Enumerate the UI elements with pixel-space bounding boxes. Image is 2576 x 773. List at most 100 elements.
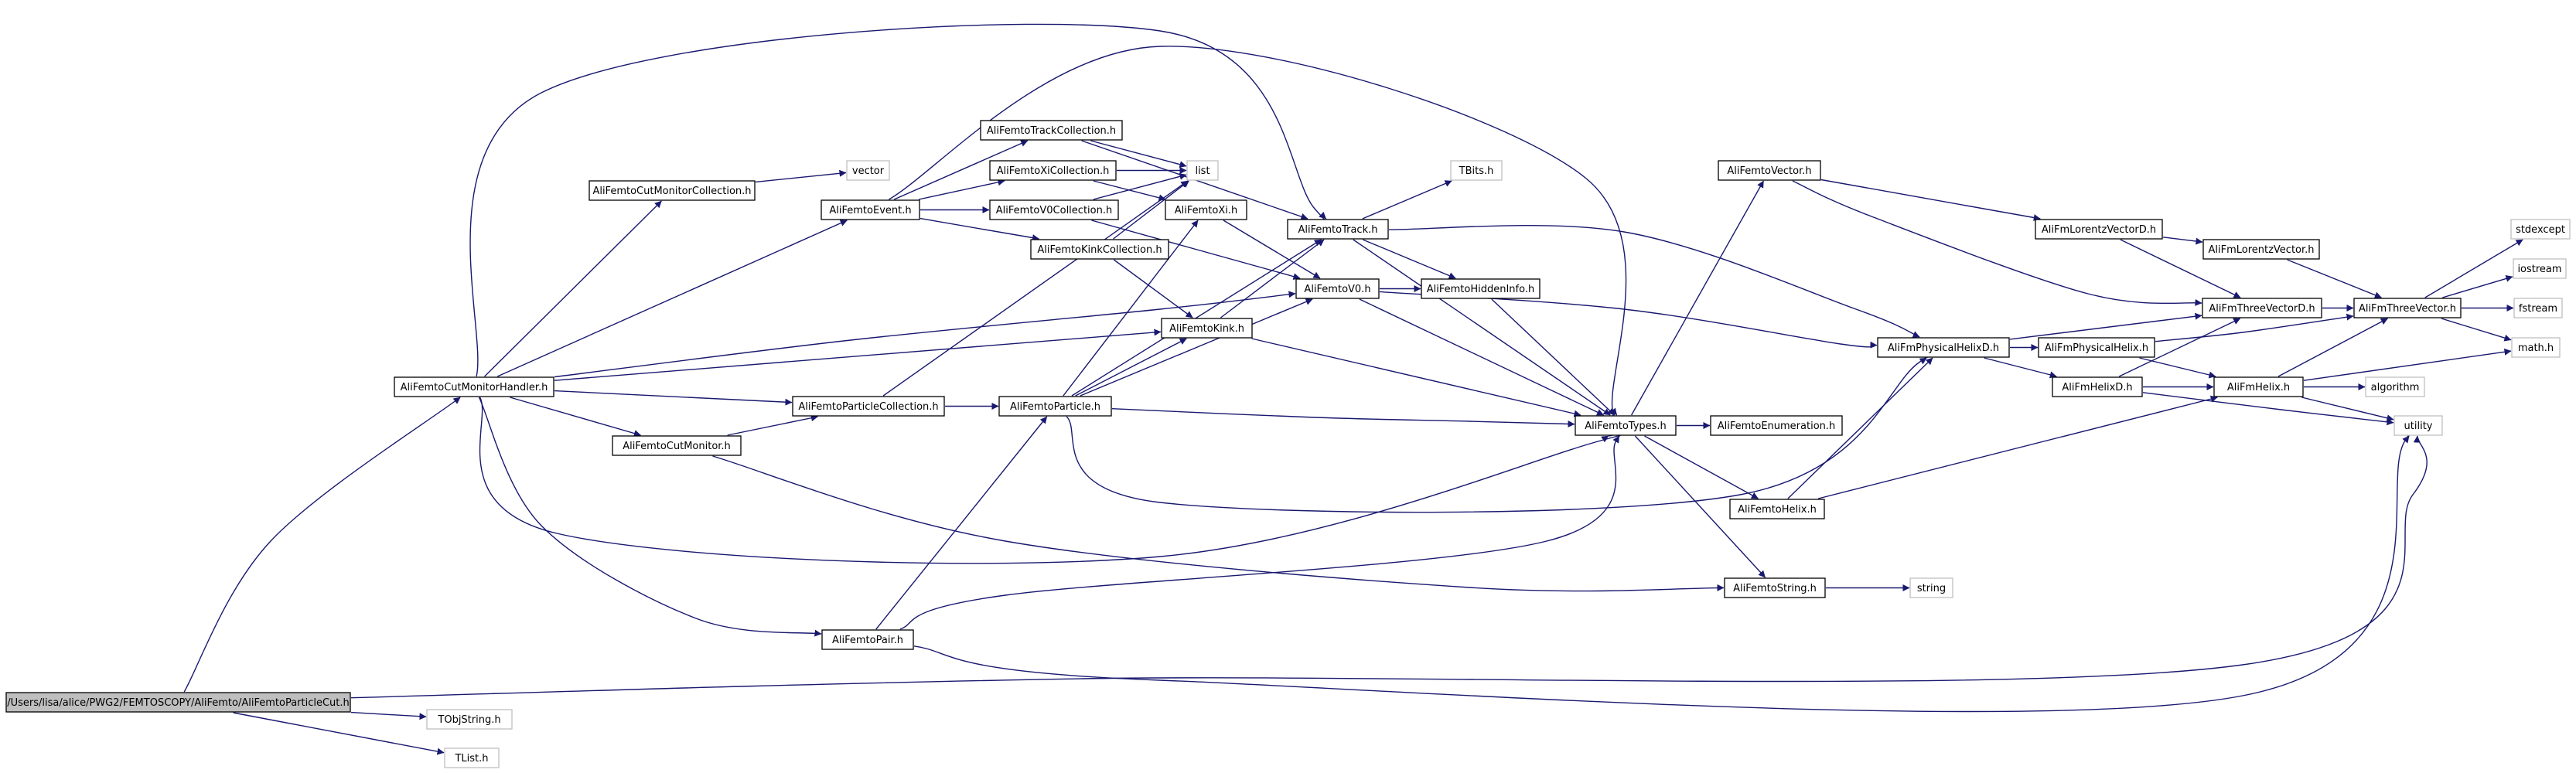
node-LorentzVecD[interactable]: AliFmLorentzVectorD.h — [2035, 219, 2163, 240]
edge-Types-to-FString — [1634, 435, 1766, 578]
node-label: AliFemtoHelix.h — [1738, 504, 1817, 516]
edge-Xi-to-V0 — [1223, 220, 1321, 279]
node-iostream[interactable]: iostream — [2513, 258, 2567, 279]
node-label: AliFmLorentzVectorD.h — [2042, 224, 2156, 236]
node-box — [846, 160, 890, 181]
node-CutMonColl[interactable]: AliFemtoCutMonitorCollection.h — [589, 180, 756, 201]
node-label: iostream — [2517, 264, 2561, 275]
node-Event[interactable]: AliFemtoEvent.h — [821, 199, 920, 220]
node-ThreeVec[interactable]: AliFmThreeVector.h — [2353, 298, 2462, 318]
node-root[interactable]: /Users/lisa/alice/PWG2/FEMTOSCOPY/AliFem… — [5, 692, 351, 713]
node-label: AliFemtoCutMonitorCollection.h — [592, 186, 751, 197]
node-utility[interactable]: utility — [2393, 415, 2443, 436]
node-TObjString[interactable]: TObjString.h — [426, 709, 513, 730]
node-algorithm[interactable]: algorithm — [2365, 376, 2425, 397]
edge-CutMonHandler-to-Types — [479, 397, 1636, 564]
node-Enumeration[interactable]: AliFemtoEnumeration.h — [1710, 415, 1843, 436]
node-LorentzVec[interactable]: AliFmLorentzVector.h — [2202, 239, 2320, 260]
node-label: AliFemtoEvent.h — [829, 205, 911, 216]
node-label: AliFmHelix.h — [2227, 382, 2290, 393]
edge-ThreeVec-to-math — [2441, 318, 2512, 342]
node-CutMonitor[interactable]: AliFemtoCutMonitor.h — [612, 435, 742, 456]
node-label: TObjString.h — [437, 714, 500, 726]
node-Track[interactable]: AliFemtoTrack.h — [1287, 219, 1389, 240]
node-FString[interactable]: AliFemtoString.h — [1724, 577, 1826, 598]
node-label: AliFmPhysicalHelix.h — [2045, 342, 2148, 354]
edge-Event-to-KinkColl — [920, 217, 1039, 241]
edge-CutMonHandler-to-CutMonitor — [510, 397, 641, 437]
node-layer: /Users/lisa/alice/PWG2/FEMTOSCOPY/AliFem… — [5, 120, 2571, 768]
node-FmHelix[interactable]: AliFmHelix.h — [2213, 376, 2304, 397]
node-box — [821, 629, 914, 650]
node-TList[interactable]: TList.h — [444, 747, 500, 768]
edge-ThreeVec-to-stdexcept — [2424, 239, 2523, 298]
node-PhysHelixD[interactable]: AliFmPhysicalHelixD.h — [1877, 337, 2010, 358]
node-CutMonHandler[interactable]: AliFemtoCutMonitorHandler.h — [394, 376, 554, 397]
node-V0Coll[interactable]: AliFemtoV0Collection.h — [989, 199, 1119, 220]
node-PhysHelix[interactable]: AliFmPhysicalHelix.h — [2038, 337, 2155, 358]
node-V0[interactable]: AliFemtoV0.h — [1295, 278, 1380, 299]
node-TBits[interactable]: TBits.h — [1450, 160, 1503, 181]
node-PartColl[interactable]: AliFemtoParticleCollection.h — [792, 396, 945, 417]
node-box — [1295, 278, 1380, 299]
node-label: AliFemtoKinkCollection.h — [1037, 244, 1162, 256]
node-stdexcept[interactable]: stdexcept — [2510, 219, 2571, 240]
edge-Event-to-TrackColl — [893, 140, 1029, 200]
edge-PhysHelixD-to-HelixD — [1984, 357, 2057, 379]
node-ThreeVecD[interactable]: AliFmThreeVectorD.h — [2202, 298, 2322, 318]
node-box — [2052, 376, 2143, 397]
edge-FemtoHelix-to-PhysHelixD — [1787, 357, 1933, 499]
node-box — [821, 199, 920, 220]
node-vector[interactable]: vector — [846, 160, 890, 181]
node-box — [1450, 160, 1503, 181]
node-Types[interactable]: AliFemtoTypes.h — [1575, 415, 1677, 436]
node-list[interactable]: list — [1186, 160, 1219, 181]
node-label: AliFemtoEnumeration.h — [1718, 421, 1836, 432]
node-HelixD[interactable]: AliFmHelixD.h — [2052, 376, 2143, 397]
node-label: AliFmThreeVector.h — [2359, 303, 2456, 315]
node-FemtoHelix[interactable]: AliFemtoHelix.h — [1729, 499, 1825, 519]
node-label: AliFemtoParticle.h — [1010, 401, 1100, 413]
edge-CutMonHandler-to-PartColl — [554, 390, 793, 406]
node-box — [394, 376, 554, 397]
node-box — [1729, 499, 1825, 519]
edge-CutMonitor-to-PartColl — [727, 414, 818, 436]
edge-ThreeVec-to-iostream — [2442, 275, 2513, 298]
edge-Track-to-Types — [1353, 239, 1611, 416]
node-box — [1575, 415, 1677, 436]
edge-KinkColl-to-list — [1113, 180, 1189, 240]
edge-PhysHelixD-to-ThreeVecD — [2009, 312, 2202, 340]
edge-CutMonColl-to-vector — [755, 169, 847, 183]
node-label: fstream — [2519, 303, 2557, 315]
node-Particle[interactable]: AliFemtoParticle.h — [998, 396, 1112, 417]
edge-V0-to-PhysHelixD — [1379, 291, 1878, 349]
node-Pair[interactable]: AliFemtoPair.h — [821, 629, 914, 650]
edge-root-to-TObjString — [350, 711, 427, 720]
node-XiColl[interactable]: AliFemtoXiCollection.h — [989, 160, 1117, 181]
node-box — [2511, 337, 2561, 358]
edge-CutMonHandler-to-Track — [469, 23, 1331, 377]
node-box — [1421, 278, 1540, 299]
node-TrackColl[interactable]: AliFemtoTrackCollection.h — [980, 120, 1123, 141]
edge-KinkColl-to-Kink — [1113, 259, 1193, 318]
node-label: AliFemtoHiddenInfo.h — [1427, 284, 1534, 295]
node-box — [998, 396, 1112, 417]
edge-Track-to-TBits — [1362, 180, 1452, 220]
node-Kink[interactable]: AliFemtoKink.h — [1161, 318, 1253, 339]
node-Xi[interactable]: AliFemtoXi.h — [1165, 199, 1247, 220]
node-box — [1186, 160, 1219, 181]
node-KinkColl[interactable]: AliFemtoKinkCollection.h — [1030, 239, 1169, 260]
edge-TrackColl-to-list — [1090, 140, 1187, 169]
node-math[interactable]: math.h — [2511, 337, 2561, 358]
node-string[interactable]: string — [1909, 577, 1953, 598]
node-FVector[interactable]: AliFemtoVector.h — [1718, 160, 1821, 181]
node-box — [989, 160, 1117, 181]
edge-Particle-to-PhysHelixD — [1066, 351, 1935, 513]
node-HiddenInfo[interactable]: AliFemtoHiddenInfo.h — [1421, 278, 1540, 299]
edge-FmHelix-to-math — [2303, 348, 2512, 381]
edge-CutMonHandler-to-CutMonColl — [484, 200, 662, 377]
node-label: AliFemtoCutMonitor.h — [623, 441, 731, 452]
edge-LorentzVecD-to-ThreeVecD — [2120, 239, 2241, 298]
node-box — [589, 180, 756, 201]
node-fstream[interactable]: fstream — [2513, 298, 2563, 318]
